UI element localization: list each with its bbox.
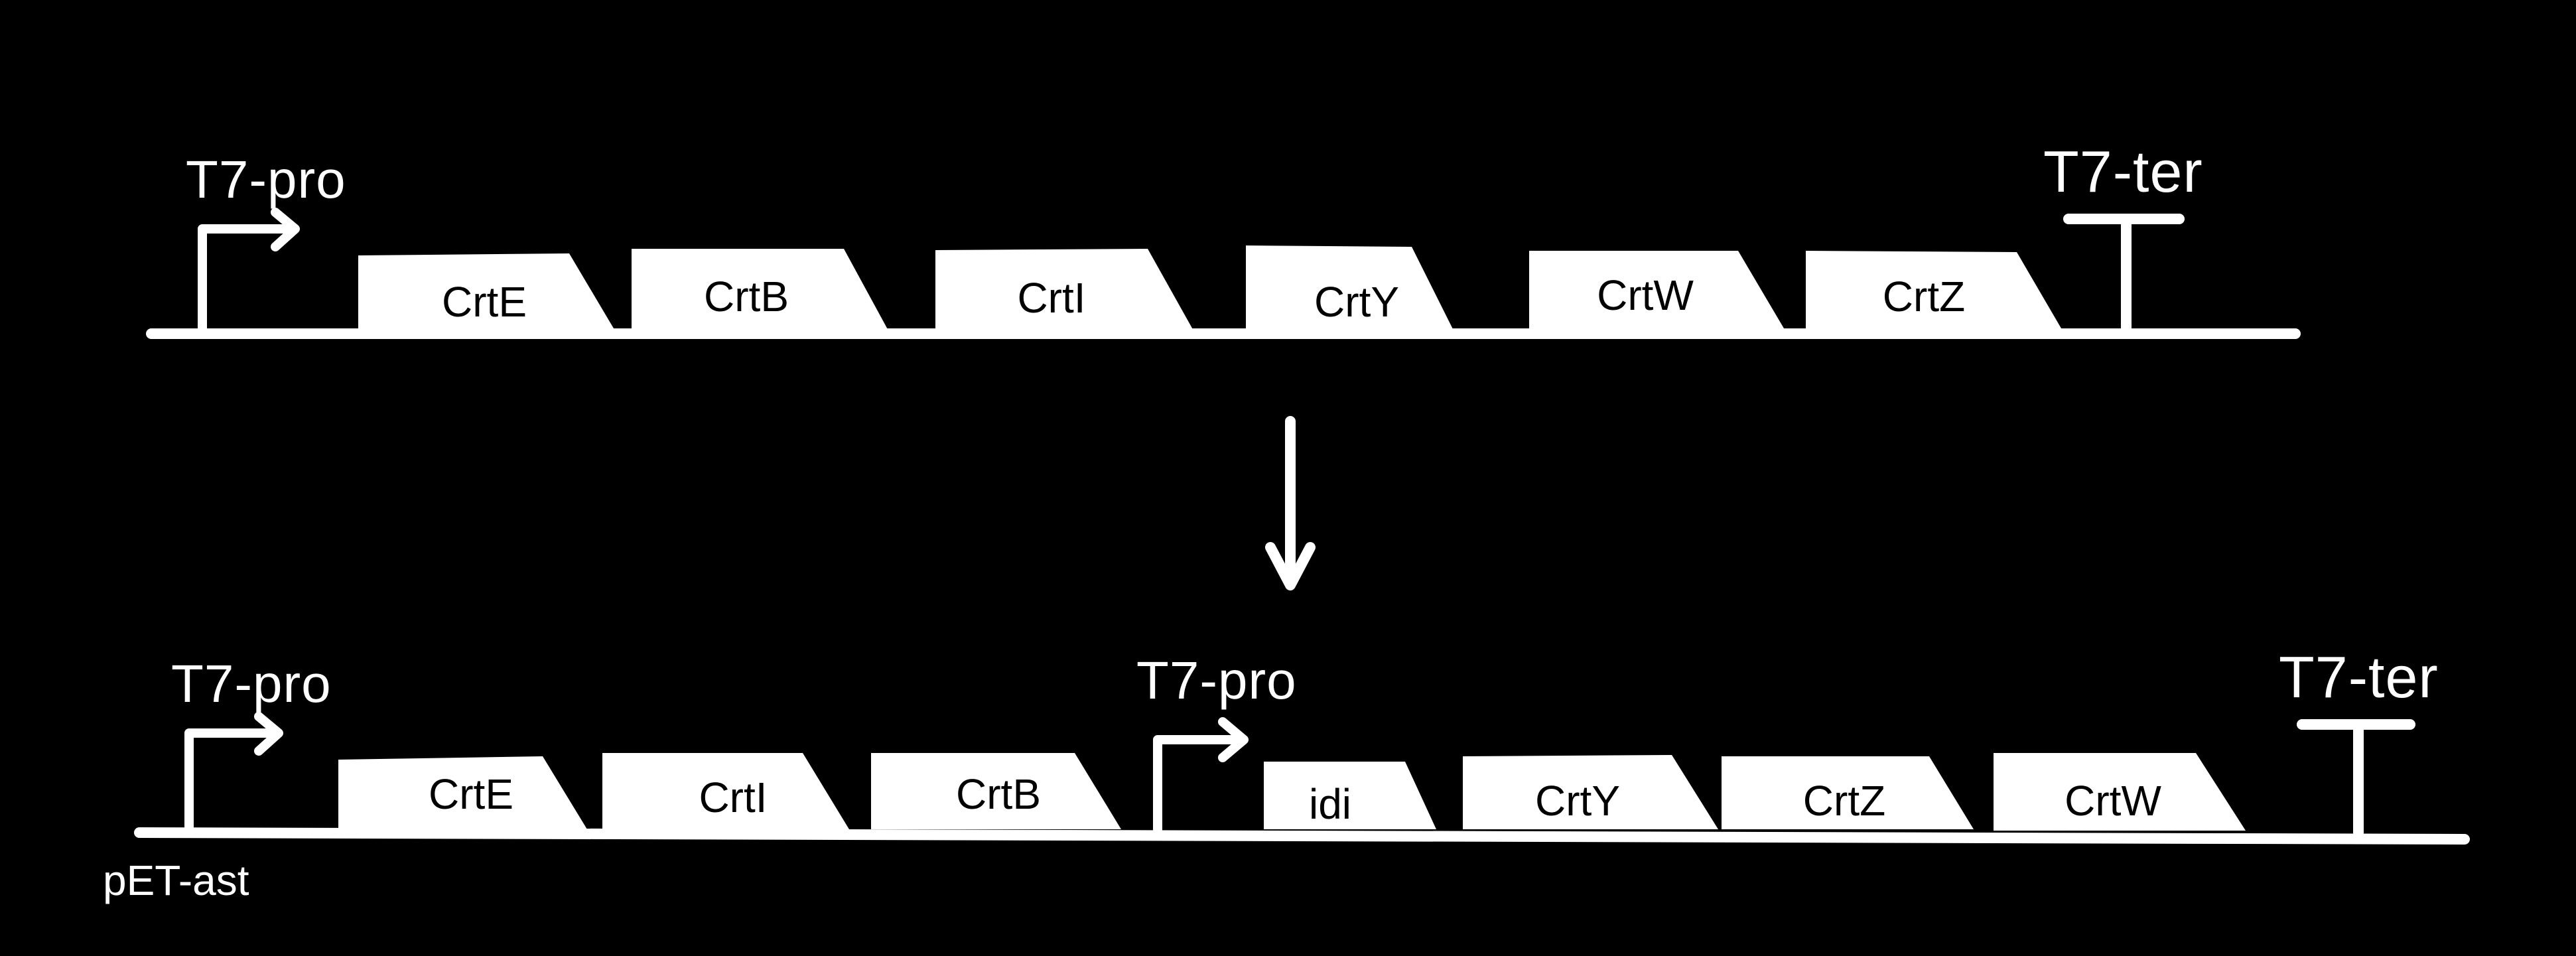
bottom-gene-label-crtz: CrtZ [1802,777,1886,825]
top-gene-block-crtb [632,249,889,332]
top-gene-label-crty: CrtY [1314,278,1399,326]
bottom-gene-block-crtw [1994,753,2246,831]
top-terminator-icon [2063,214,2185,337]
top-gene-block-crtz [1806,251,2063,332]
top-gene-label-crti: CrtI [1017,274,1086,322]
bottom-terminator-label: T7-ter [2279,644,2439,710]
bottom-promoter-1-label: T7-pro [171,654,332,713]
bottom-gene-label-crtw: CrtW [2065,777,2161,825]
top-terminator-label: T7-ter [2043,139,2203,204]
bottom-gene-label-crte: CrtE [429,770,513,818]
bottom-backbone-line [134,827,2470,845]
bottom-gene-block-crte [338,756,587,829]
bottom-promoter-2-arrow-icon [1153,717,1249,834]
bottom-promoter-1-arrow-icon [184,712,283,834]
top-gene-label-crte: CrtE [442,278,527,326]
bottom-gene-label-crti: CrtI [699,774,768,821]
top-gene-label-crtb: CrtB [704,273,789,320]
bottom-gene-block-crty [1463,755,1718,829]
bottom-gene-label-crty: CrtY [1535,777,1620,825]
construct-name-label: pET-ast [103,856,249,904]
bottom-gene-label-crtb: CrtB [956,770,1041,818]
bottom-gene-block-crtz [1722,756,1974,829]
bottom-terminator-icon [2297,719,2415,838]
bottom-gene-block-crti [602,753,849,829]
top-gene-block-crtw [1529,251,1786,332]
top-gene-block-crte [358,253,616,332]
top-gene-label-crtw: CrtW [1597,271,1694,319]
bottom-gene-block-crtb [871,753,1121,829]
top-gene-block-crty [1246,245,1454,332]
bottom-promoter-2-label: T7-pro [1136,651,1297,710]
down-arrow-icon [1265,416,1316,590]
bottom-gene-label-idi: idi [1308,780,1352,828]
top-gene-label-crtz: CrtZ [1882,273,1966,320]
bottom-gene-block-idi [1264,762,1436,829]
top-promoter-arrow-icon [198,208,300,336]
top-promoter-label: T7-pro [186,150,346,209]
top-gene-block-crti [935,249,1194,332]
